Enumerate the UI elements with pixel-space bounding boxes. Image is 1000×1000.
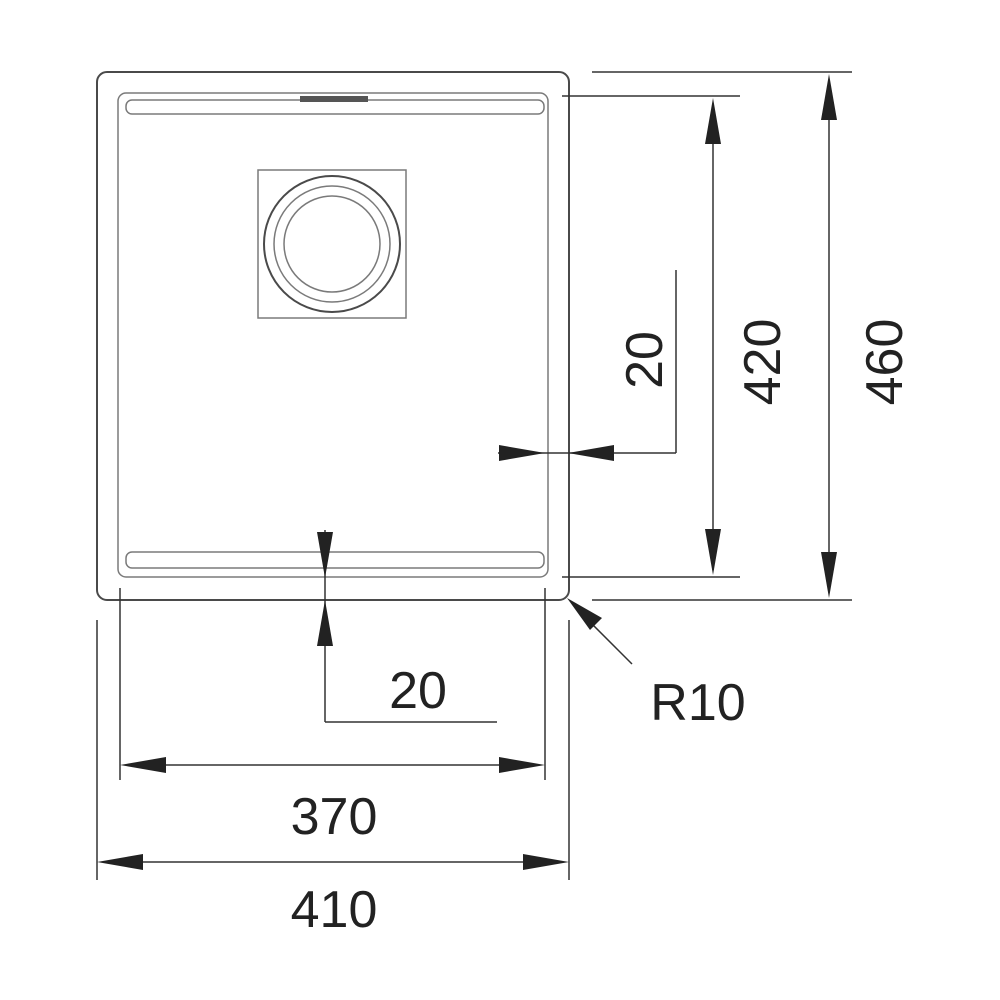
sink-body — [96, 71, 570, 601]
drain-outer-ring — [263, 175, 401, 313]
corner-radius-label: R10 — [650, 674, 745, 732]
outer-height-label: 460 — [856, 319, 914, 406]
extension-lines — [96, 71, 852, 880]
outer-width-label: 410 — [291, 881, 378, 939]
inner-width-label: 370 — [291, 788, 378, 846]
side-margin-label: 20 — [616, 331, 674, 389]
drain-middle-ring — [273, 185, 391, 303]
basin-bottom-ledge — [125, 551, 545, 569]
inner-height-label: 420 — [734, 319, 792, 406]
bottom-margin-label: 20 — [389, 662, 447, 720]
drain-plate — [257, 169, 407, 319]
corner-radius-callout: R10 — [567, 598, 746, 732]
sink-outer-rim — [96, 71, 570, 601]
dimension-outer-width: 410 — [97, 854, 569, 939]
drain-inner-ring — [283, 195, 381, 293]
dimension-side-margin: 20 — [498, 270, 677, 461]
overflow-slot — [300, 96, 368, 102]
basin-top-ledge — [125, 99, 545, 115]
dimension-inner-width: 370 — [120, 757, 545, 846]
dimension-inner-height: 420 — [705, 98, 792, 575]
sink-inner-basin — [117, 92, 549, 578]
dimension-outer-height: 460 — [821, 74, 914, 598]
dimension-bottom-margin: 20 — [317, 530, 497, 723]
